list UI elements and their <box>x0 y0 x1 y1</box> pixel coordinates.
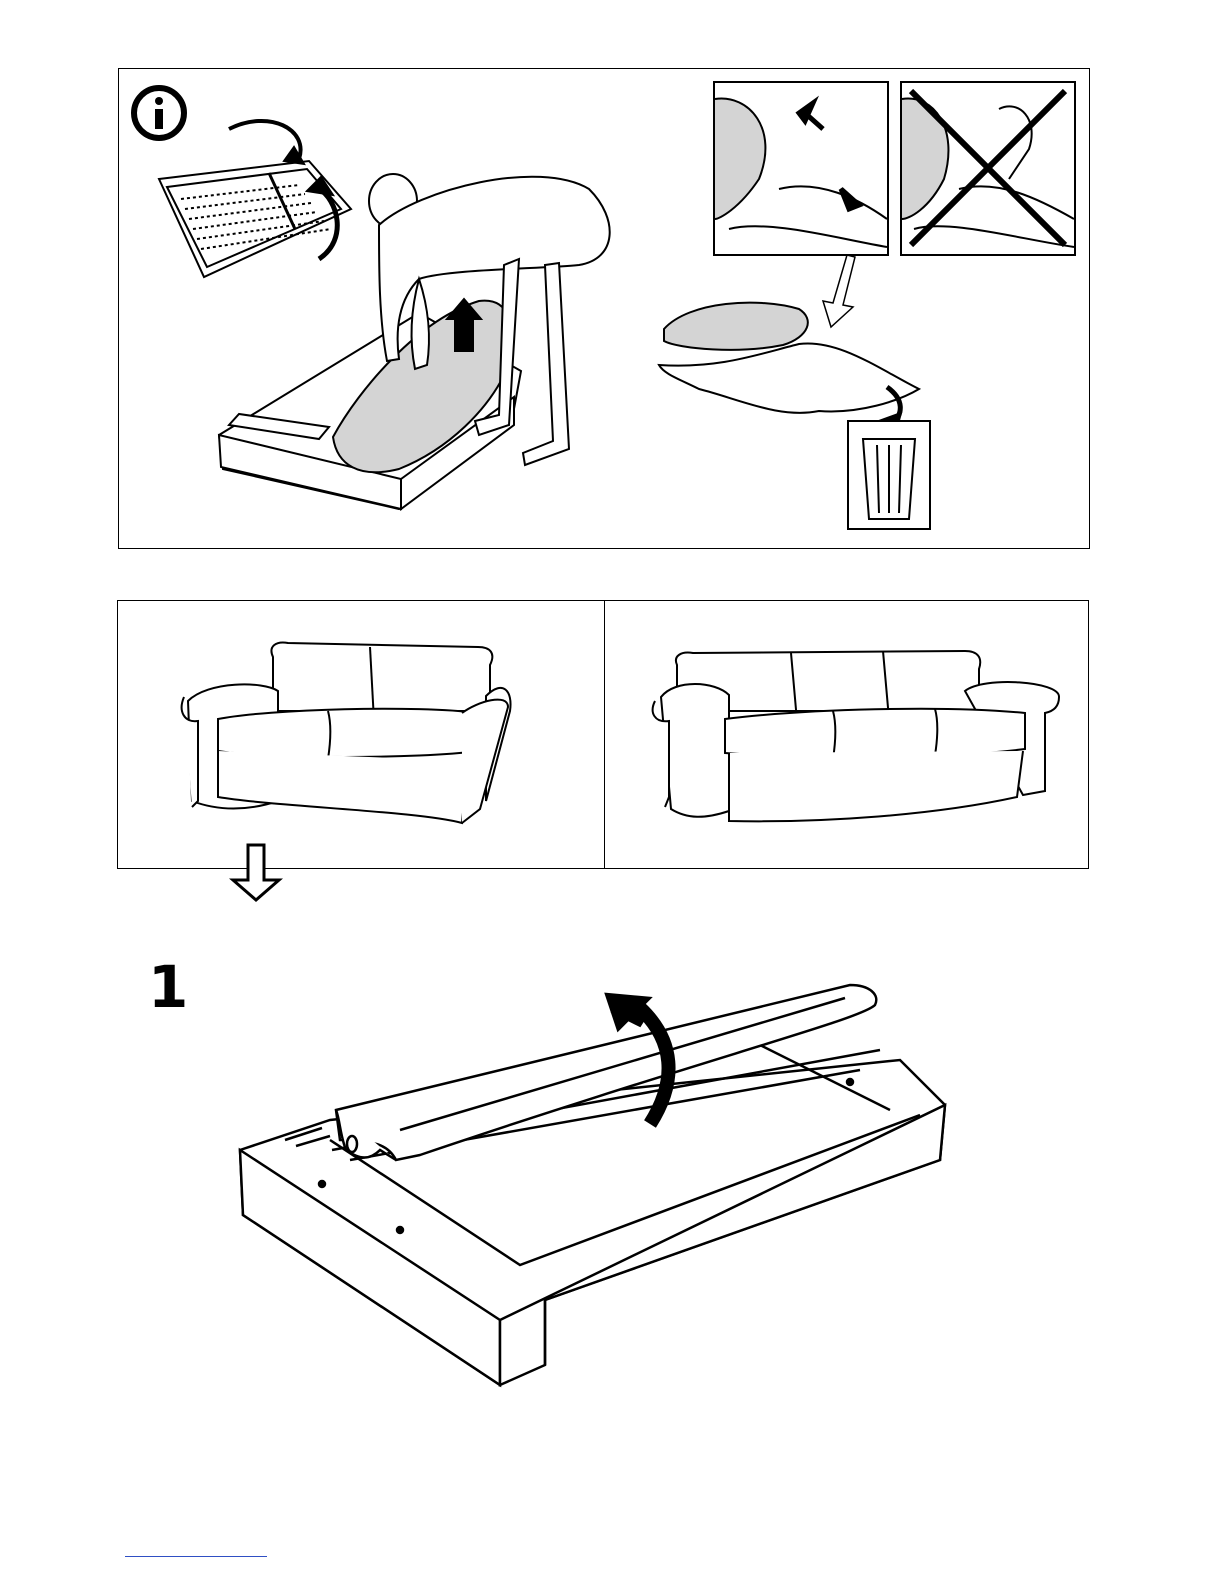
footer-link-underline <box>125 1556 267 1557</box>
